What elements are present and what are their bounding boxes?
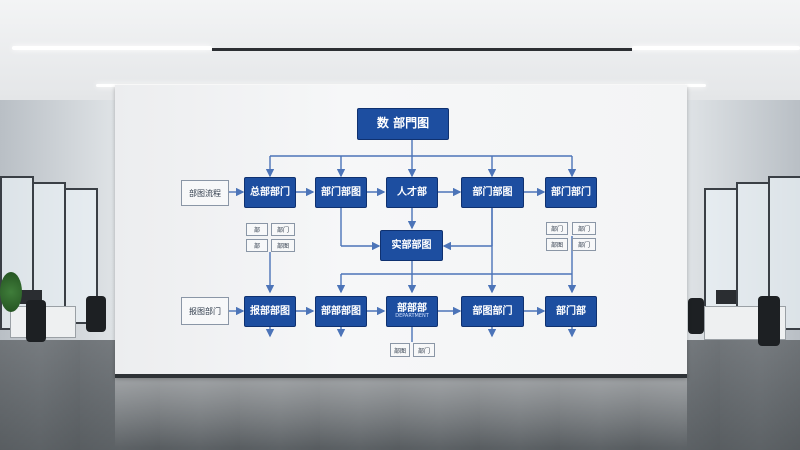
bottom-node-5: 部门部 xyxy=(545,296,597,327)
node-label: 部门部图 xyxy=(321,187,361,198)
note-text: 部图 xyxy=(393,347,406,355)
note-text: 部 xyxy=(253,227,260,234)
note-box: 部图 xyxy=(390,343,410,357)
note-box: 部图 xyxy=(271,239,295,252)
note-box: 部 xyxy=(246,239,268,252)
note-text: 部门 xyxy=(550,226,563,233)
wall-base-trim xyxy=(115,374,687,378)
side-label-text: 报图部门 xyxy=(189,306,221,316)
note-box: 部门 xyxy=(413,343,435,357)
note-text: 部图 xyxy=(276,243,289,250)
note-box: 部门 xyxy=(271,223,295,236)
floor-reflection xyxy=(115,378,687,448)
node-label: 部部部图 xyxy=(321,306,361,317)
side-label-bottom: 报图部门 xyxy=(181,297,229,325)
note-box: 部 xyxy=(246,223,268,236)
node-label: 人才部 xyxy=(397,187,427,198)
side-label-top: 部图流程 xyxy=(181,180,229,206)
note-text: 部 xyxy=(253,243,260,250)
note-text: 部图 xyxy=(550,242,563,249)
note-text: 部门 xyxy=(577,242,590,249)
node-label: 部图部门 xyxy=(472,306,513,317)
note-box: 部图 xyxy=(546,238,568,251)
office-chair xyxy=(758,296,780,346)
office-chair xyxy=(688,298,704,334)
top-node-2: 部门部图 xyxy=(315,177,367,208)
bottom-node-2: 部部部图 xyxy=(315,296,367,327)
plant xyxy=(0,272,22,312)
note-box: 部门 xyxy=(572,222,596,235)
node-label: 部门部图 xyxy=(472,187,513,198)
chart-title: 数 部門图 xyxy=(376,116,430,131)
note-text: 部门 xyxy=(276,227,289,234)
chart-title-node: 数 部門图 xyxy=(357,108,449,140)
bottom-node-1: 报部部图 xyxy=(244,296,296,327)
node-label: 总部部门 xyxy=(250,187,290,198)
ceiling-light xyxy=(632,46,800,50)
note-text: 部门 xyxy=(417,347,430,355)
node-label: 部门部门 xyxy=(551,187,591,198)
ceiling-light xyxy=(12,46,212,50)
ceiling-slot xyxy=(212,48,632,51)
node-label: 部门部 xyxy=(556,306,586,317)
node-label: 报部部图 xyxy=(250,306,290,317)
top-node-3: 人才部 xyxy=(386,177,438,208)
middle-node: 实部部图 xyxy=(380,230,443,261)
office-chair xyxy=(26,300,46,342)
note-box: 部门 xyxy=(572,238,596,251)
node-label: 实部部图 xyxy=(391,240,432,251)
node-sublabel: DEPARTMENT xyxy=(395,313,429,320)
top-node-4: 部门部图 xyxy=(461,177,524,208)
bottom-node-4: 部图部门 xyxy=(461,296,524,327)
top-node-1: 总部部门 xyxy=(244,177,296,208)
monitor xyxy=(716,290,736,304)
bottom-node-3: 部部部 DEPARTMENT xyxy=(386,296,438,327)
note-text: 部门 xyxy=(577,226,590,233)
side-label-text: 部图流程 xyxy=(189,188,221,198)
office-chair xyxy=(86,296,106,332)
node-label: 部部部 xyxy=(397,303,427,315)
top-node-5: 部门部门 xyxy=(545,177,597,208)
note-box: 部门 xyxy=(546,222,568,235)
